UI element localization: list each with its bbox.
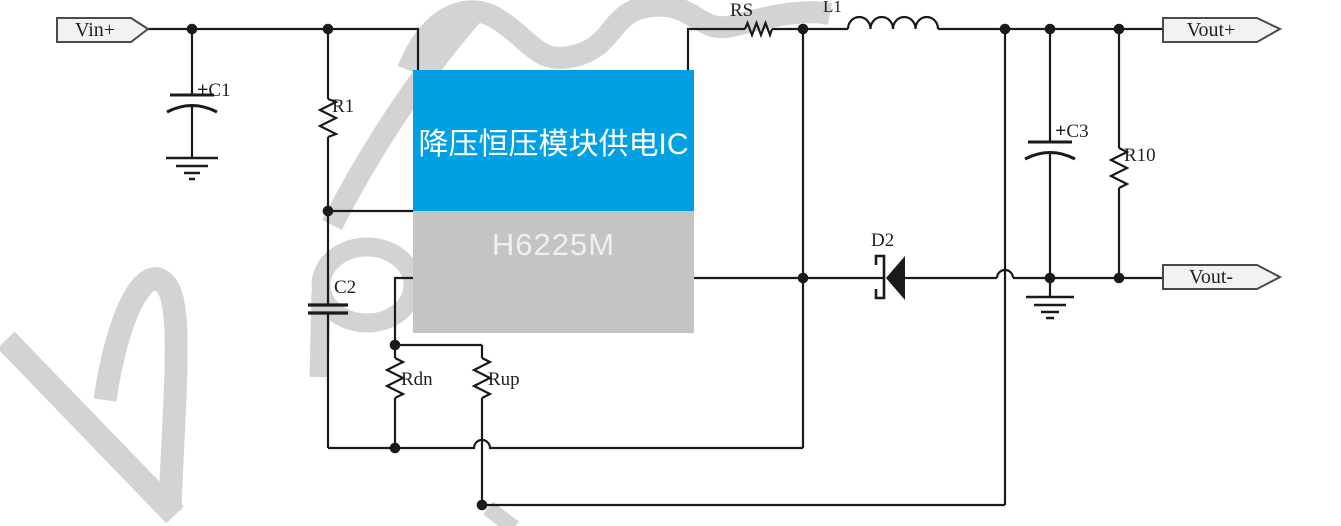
l1-symbol (846, 15, 940, 30)
ic-description-banner: 降压恒压模块供电IC (413, 70, 694, 211)
c1-polarity-sign: + (197, 79, 209, 101)
l1-label: L1 (823, 0, 842, 16)
rs-symbol (743, 19, 774, 39)
vin-plus-label: Vin+ (74, 19, 116, 41)
c3-polarity-sign: + (1055, 120, 1067, 142)
r1-symbol (317, 97, 339, 139)
junction-dots (186, 23, 1125, 511)
wire-voutminus-line (803, 268, 1163, 280)
watermark-arch (93, 267, 188, 511)
ground-symbol-vout (1026, 295, 1074, 320)
d2-symbol (874, 254, 905, 300)
d2-label: D2 (871, 230, 895, 251)
vout-plus-label: Vout+ (1186, 19, 1236, 41)
ic-body-block: H6225M (413, 211, 694, 333)
c2-symbol (308, 303, 348, 315)
wire-fb-pin (393, 276, 484, 505)
vout-minus-label: Vout- (1188, 266, 1234, 288)
c3-symbol (1024, 140, 1076, 161)
rdn-symbol (384, 357, 406, 399)
wire-net (148, 27, 1163, 507)
rs-label: RS (730, 0, 754, 21)
wire-top-left-rail (148, 27, 420, 70)
watermark-bottom-tick (483, 501, 519, 526)
ground-symbol-c1 (166, 156, 218, 181)
vin-plus-port-shape (56, 17, 150, 43)
wire-top-right-rail (686, 27, 1163, 70)
c1-symbol (166, 93, 218, 114)
watermark-top-squiggle (397, 0, 833, 75)
c2-label: C2 (334, 277, 357, 298)
r10-label: R10 (1124, 145, 1156, 166)
rup-label: Rup (488, 369, 520, 390)
ic-part-number: H6225M (491, 227, 616, 262)
c3-label: +C3 (1055, 120, 1089, 142)
vout-minus-port-shape (1162, 264, 1283, 290)
watermark-diagonal-upper (322, 7, 481, 230)
c1-label: +C1 (197, 79, 231, 101)
rdn-label: Rdn (401, 369, 433, 390)
vout-plus-port-shape (1162, 17, 1283, 43)
wire-r1-branch (326, 29, 413, 448)
watermark-stem-diagonal (0, 331, 184, 524)
rup-symbol (471, 357, 493, 399)
ic-description-text: 降压恒压模块供电IC (418, 127, 689, 161)
r1-label: R1 (332, 96, 355, 117)
r10-symbol (1108, 147, 1130, 189)
